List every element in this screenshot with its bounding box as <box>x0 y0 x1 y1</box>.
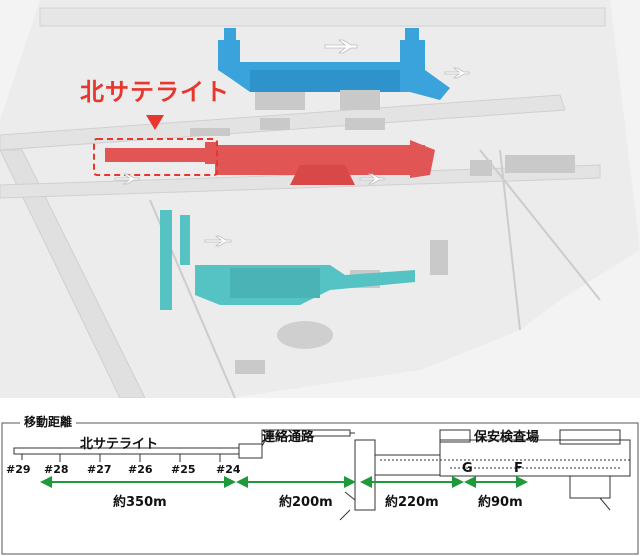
airport-map <box>0 0 640 398</box>
north-satellite-callout: 北サテライト <box>80 78 230 106</box>
gate-label: #26 <box>128 463 153 476</box>
taxi-line <box>499 149 521 331</box>
north-terminal <box>218 28 450 100</box>
area-label-satellite: 北サテライト <box>80 437 159 452</box>
airplane-icon <box>114 39 470 247</box>
gate-letter-label: G <box>462 461 473 476</box>
north-satellite-highlight <box>93 138 218 176</box>
area-label-security: 保安検査場 <box>474 430 540 445</box>
callout-arrow <box>146 115 164 130</box>
parking-oval <box>277 321 333 349</box>
gate-label: #25 <box>171 463 196 476</box>
section-title: 移動距離 <box>20 416 77 428</box>
gate-label: #24 <box>216 463 241 476</box>
distance-label: 約200m <box>279 495 333 510</box>
distance-label: 約90m <box>478 495 523 510</box>
satellite-concourse <box>13 443 263 462</box>
distance-label: 約220m <box>385 495 439 510</box>
gate-label: #27 <box>87 463 112 476</box>
runway-left <box>0 149 146 398</box>
connector-walkway <box>261 429 355 448</box>
distance-floor-plan <box>1 422 639 555</box>
gate-letter-label: F <box>514 461 523 476</box>
buildings <box>190 90 575 374</box>
north-satellite-terminal <box>105 140 435 185</box>
distance-label: 約350m <box>113 495 167 510</box>
area-label-connector: 連絡通路 <box>262 430 315 445</box>
plan-frame <box>1 422 639 555</box>
taxi-line <box>479 149 601 301</box>
gate-label: #28 <box>44 463 69 476</box>
main-terminal-plan <box>339 429 631 521</box>
south-terminal <box>160 210 415 310</box>
runway-top <box>39 7 606 27</box>
gate-label: #29 <box>6 463 31 476</box>
